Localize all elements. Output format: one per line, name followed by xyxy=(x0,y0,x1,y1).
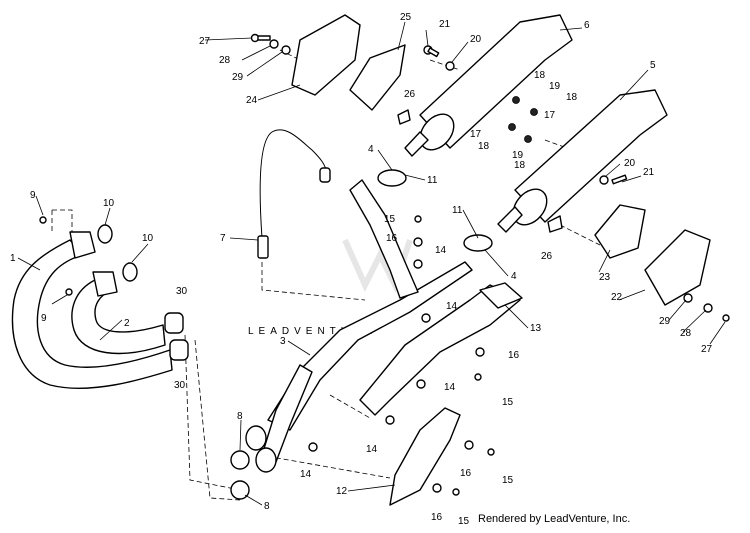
callout-label: 7 xyxy=(220,233,226,244)
callout-label: 30 xyxy=(176,286,188,297)
callout-label: 3 xyxy=(280,336,286,347)
callout-label: 27 xyxy=(701,344,713,355)
callout-label: 19 xyxy=(512,150,524,161)
callout-label: 14 xyxy=(435,245,447,256)
collector-pipe-3 xyxy=(245,179,473,473)
callout-label: 14 xyxy=(446,301,458,312)
callout-label: 16 xyxy=(431,512,443,523)
callout-label: 17 xyxy=(470,129,482,140)
callout-label: 28 xyxy=(680,328,692,339)
callout-label: 18 xyxy=(534,70,546,81)
muffler-5 xyxy=(497,89,668,233)
callout-label: 21 xyxy=(643,167,655,178)
callout-labels: 1 2 3 4 4 5 6 7 8 8 9 9 10 10 11 11 12 1… xyxy=(10,12,713,527)
callout-label: 11 xyxy=(452,205,463,216)
callout-label: 27 xyxy=(199,36,211,47)
footer-credit: Rendered by LeadVenture, Inc. xyxy=(478,513,631,525)
callout-label: 12 xyxy=(336,486,348,497)
callout-label: 4 xyxy=(511,271,517,282)
callout-label: 5 xyxy=(650,60,656,71)
bracket-13 xyxy=(359,282,523,416)
heat-shield-12 xyxy=(389,407,461,506)
leader-lines xyxy=(17,21,726,506)
header-pipe-2 xyxy=(71,271,166,355)
callout-label: 10 xyxy=(103,198,115,209)
callout-label: 22 xyxy=(611,292,623,303)
callout-label: 14 xyxy=(300,469,312,480)
callout-label: 6 xyxy=(584,20,590,31)
header-pipe-1 xyxy=(11,231,173,389)
callout-label: 29 xyxy=(232,72,244,83)
callout-label: 26 xyxy=(541,251,553,262)
callout-label: 18 xyxy=(566,92,578,103)
callout-label: 4 xyxy=(368,144,374,155)
callout-label: 15 xyxy=(458,516,470,527)
callout-label: 13 xyxy=(530,323,542,334)
callout-label: 28 xyxy=(219,55,231,66)
callout-label: 25 xyxy=(400,12,412,23)
callout-label: 15 xyxy=(384,214,396,225)
callout-label: 24 xyxy=(246,95,258,106)
callout-label: 11 xyxy=(427,175,438,186)
callout-label: 26 xyxy=(404,89,416,100)
callout-label: 14 xyxy=(444,382,456,393)
callout-label: 18 xyxy=(478,141,490,152)
clamps xyxy=(377,169,493,252)
callout-label: 10 xyxy=(142,233,154,244)
callout-label: 8 xyxy=(264,501,270,512)
callout-label: 20 xyxy=(470,34,482,45)
callout-label: 2 xyxy=(124,318,130,329)
callout-label: 1 xyxy=(10,253,16,264)
o2-sensor-7 xyxy=(257,129,331,259)
callout-label: 20 xyxy=(624,158,636,169)
callout-label: 16 xyxy=(460,468,472,479)
callout-label: 8 xyxy=(237,411,243,422)
muffler-6 xyxy=(404,14,573,157)
callout-label: 30 xyxy=(174,380,186,391)
callout-label: 16 xyxy=(386,233,398,244)
callout-label: 15 xyxy=(502,397,514,408)
callout-label: 17 xyxy=(544,110,556,121)
callout-label: 15 xyxy=(502,475,514,486)
callout-label: 9 xyxy=(41,313,47,324)
bracket-plates xyxy=(291,14,711,306)
hardware xyxy=(39,33,730,500)
callout-label: 14 xyxy=(366,444,378,455)
callout-label: 29 xyxy=(659,316,671,327)
callout-label: 16 xyxy=(508,350,520,361)
callout-label: 19 xyxy=(549,81,561,92)
callout-label: 23 xyxy=(599,272,611,283)
watermark-text: LEADVENTURE xyxy=(248,326,377,337)
callout-label: 18 xyxy=(514,160,526,171)
callout-label: 21 xyxy=(439,19,451,30)
gaskets-30 xyxy=(164,312,189,361)
callout-label: 9 xyxy=(30,190,36,201)
